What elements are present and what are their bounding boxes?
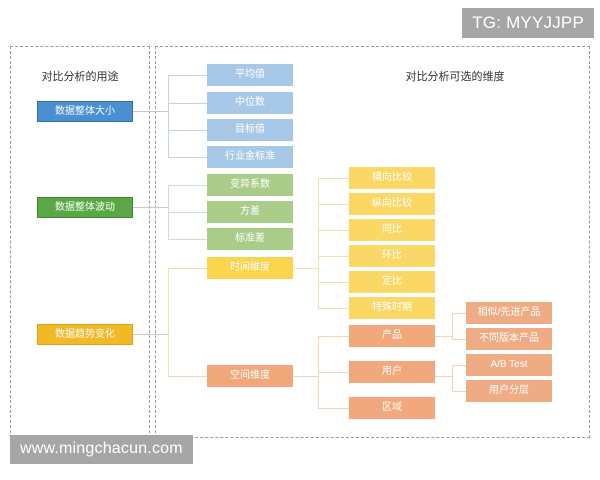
panel-dimension-title: 对比分析可选的维度 [405,71,505,83]
connector-blue-2 [168,103,207,104]
purpose-node-trend[interactable]: 数据趋势变化 [37,324,133,345]
connector-blue-spine [168,75,169,158]
space-node-product[interactable]: 产品 [349,325,435,347]
connector-time-in [294,268,319,269]
connector-trend-spine [168,268,169,376]
connector-space-in [294,376,319,377]
connector-blue-4 [168,157,207,158]
connector-green-1 [168,185,207,186]
connector-time-2 [318,204,349,205]
watermark-bottom: www.mingchacun.com [10,435,193,464]
connector-user-in [434,376,453,377]
connector-product-2 [452,339,466,340]
connector-time-spine [318,178,319,308]
connector-purpose-vol [133,207,169,208]
dimension-node-time[interactable]: 时间维度 [207,257,293,279]
metric-node-gold-standard[interactable]: 行业金标准 [207,146,293,168]
connector-purpose-trend [133,334,169,335]
connector-time-3 [318,230,349,231]
connector-space-3 [318,408,349,409]
connector-time-5 [318,282,349,283]
space-node-user[interactable]: 用户 [349,361,435,383]
user-node-segmentation[interactable]: 用户分层 [466,380,552,402]
connector-green-2 [168,212,207,213]
time-node-vertical[interactable]: 纵向比较 [349,193,435,215]
connector-blue-3 [168,130,207,131]
watermark-top: TG: MYYJJPP [462,8,594,38]
connector-product-in [434,336,453,337]
time-node-horizontal[interactable]: 横向比较 [349,167,435,189]
user-node-ab-test[interactable]: A/B Test [466,354,552,376]
dimension-node-space[interactable]: 空间维度 [207,365,293,387]
connector-product-1 [452,313,466,314]
connector-product-spine [452,313,453,339]
metric-node-variance[interactable]: 方差 [207,201,293,223]
connector-time-1 [318,178,349,179]
metric-node-target[interactable]: 目标值 [207,119,293,141]
connector-time-6 [318,308,349,309]
connector-green-3 [168,239,207,240]
connector-user-2 [452,391,466,392]
panel-purpose-title: 对比分析的用途 [41,71,119,83]
metric-node-mean[interactable]: 平均值 [207,64,293,86]
connector-trend-space [168,376,207,377]
connector-user-1 [452,365,466,366]
connector-user-spine [452,365,453,391]
product-node-similar-advanced[interactable]: 相似/先进产品 [466,302,552,324]
purpose-node-size[interactable]: 数据整体大小 [37,101,133,122]
product-node-versions[interactable]: 不同版本产品 [466,328,552,350]
connector-purpose-size [133,111,169,112]
connector-trend-time [168,268,207,269]
metric-node-cv[interactable]: 变异系数 [207,174,293,196]
metric-node-median[interactable]: 中位数 [207,92,293,114]
space-node-region[interactable]: 区域 [349,397,435,419]
connector-space-2 [318,372,349,373]
metric-node-stddev[interactable]: 标准差 [207,228,293,250]
time-node-mom[interactable]: 环比 [349,245,435,267]
connector-time-4 [318,256,349,257]
connector-blue-1 [168,75,207,76]
time-node-special-period[interactable]: 特殊时期 [349,297,435,319]
panel-dimension [155,46,590,438]
time-node-fixed-base[interactable]: 定比 [349,271,435,293]
purpose-node-volatility[interactable]: 数据整体波动 [37,197,133,218]
time-node-yoy[interactable]: 同比 [349,219,435,241]
connector-space-1 [318,336,349,337]
